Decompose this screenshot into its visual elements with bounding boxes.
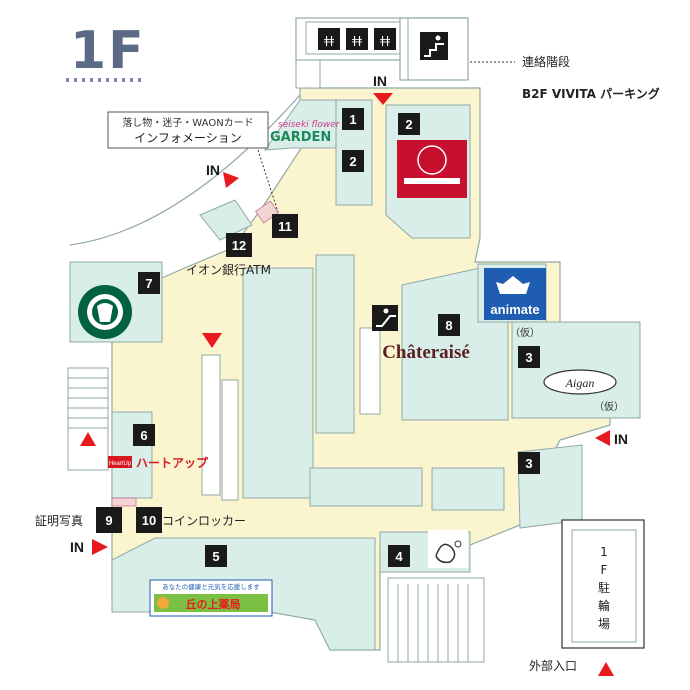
escalator-center [359,327,381,415]
entrance-left-lower: IN [70,539,108,555]
store-number-3a: 3 [518,346,540,368]
brand-animate: animate [484,268,546,320]
svg-text:IN: IN [70,539,84,555]
locker-label: コインロッカー [162,514,246,528]
floor-title: 1F [70,21,146,81]
svg-text:IN: IN [206,162,220,178]
entrance-right: IN [595,430,628,447]
svg-text:3: 3 [525,456,532,471]
store-number-7: 7 [138,272,160,294]
entrance-left-upper: IN [206,162,239,188]
bicycle-parking-label: 1 F 駐 輪 場 [598,545,610,631]
store-number-3b: 3 [518,452,540,474]
svg-text:1: 1 [349,112,356,127]
svg-text:Aigan: Aigan [565,376,595,390]
store-number-4: 4 [388,545,410,567]
kiosk-top-left [199,199,253,241]
svg-text:ǂǂ: ǂǂ [352,34,362,47]
store-center-lower-left [309,467,423,507]
brand-store-4-logo [428,530,468,568]
svg-text:4: 4 [395,549,403,564]
store-number-10: 10 [136,507,162,533]
svg-text:IN: IN [373,73,387,89]
svg-text:駐: 駐 [598,580,610,595]
svg-text:12: 12 [232,238,246,253]
svg-text:ǂǂ: ǂǂ [324,34,334,47]
svg-text:animate: animate [490,302,539,317]
parking-label: B2F VIVITA パーキング [522,86,660,101]
info-counter [255,200,279,224]
entrance-top: IN [373,73,393,105]
external-entrance-label: 外部入口 [529,658,577,673]
svg-text:6: 6 [140,428,147,443]
svg-text:9: 9 [105,513,112,528]
info-main: インフォメーション [134,131,241,145]
store-number-12: 12 [226,233,252,257]
brand-heartup: HeartUp ハートアップ [108,455,209,470]
bottom-staircase [387,577,485,663]
svg-text:HeartUp: HeartUp [109,461,132,467]
info-callout [107,111,269,149]
store-number-11: 11 [272,214,298,238]
store-center-mid [315,254,355,434]
photo-booth [111,497,137,507]
svg-text:seiseki flower: seiseki flower [278,120,341,130]
svg-text:IN: IN [614,431,628,447]
svg-text:あなたの健康と元気を応援します: あなたの健康と元気を応援します [162,582,260,591]
left-staircase [67,367,109,471]
store-number-2b: 2 [342,150,364,172]
brand-chateraise: Châteraisé [382,342,470,363]
arrow-up-left [80,432,96,446]
svg-text:11: 11 [278,219,292,234]
store-number-2: 2 [398,113,420,135]
brand-world-import [397,140,467,198]
store-number-8: 8 [438,314,460,336]
svg-text:丘の上薬局: 丘の上薬局 [186,597,241,611]
svg-text:ǂǂ: ǂǂ [380,34,390,47]
brand-pharmacy: あなたの健康と元気を応援します 丘の上薬局 [149,579,273,617]
store-number-9: 9 [96,507,122,533]
tentative-label-aigan: （仮） [594,400,624,413]
svg-text:F: F [601,563,608,577]
info-leader [257,149,279,213]
svg-text:10: 10 [142,513,156,528]
store-center-left [242,267,314,499]
store-center-lower [431,467,505,511]
arrow-down-center [202,333,222,348]
atm-label: イオン銀行ATM [186,263,271,277]
brand-garden: seiseki flower GARDEN [270,120,341,145]
store-number-6: 6 [133,424,155,446]
starbucks-logo [78,285,132,339]
info-sub: 落し物・迷子・WAONカード [122,116,253,129]
store-number-1: 1 [342,108,364,130]
stairs-label: 連絡階段 [522,54,570,69]
svg-text:ハートアップ: ハートアップ [136,455,209,470]
svg-text:8: 8 [445,318,452,333]
brand-aigan: Aigan [543,369,617,395]
svg-text:輪: 輪 [598,598,610,613]
restroom-icon: ǂǂ ǂǂ ǂǂ [318,28,396,50]
svg-text:1: 1 [600,545,608,559]
svg-text:2: 2 [349,154,356,169]
svg-text:5: 5 [212,549,219,564]
svg-text:2: 2 [405,117,412,132]
svg-text:GARDEN: GARDEN [270,130,331,145]
svg-text:場: 場 [598,617,610,631]
escalator-left-a [201,354,221,496]
escalator-left-b [221,379,239,501]
tentative-label-animate: （仮） [510,326,540,339]
photo-label: 証明写真 [35,514,83,528]
svg-text:7: 7 [145,276,152,291]
store-number-5: 5 [205,545,227,567]
external-entrance-arrow [598,662,614,676]
svg-text:3: 3 [525,350,532,365]
